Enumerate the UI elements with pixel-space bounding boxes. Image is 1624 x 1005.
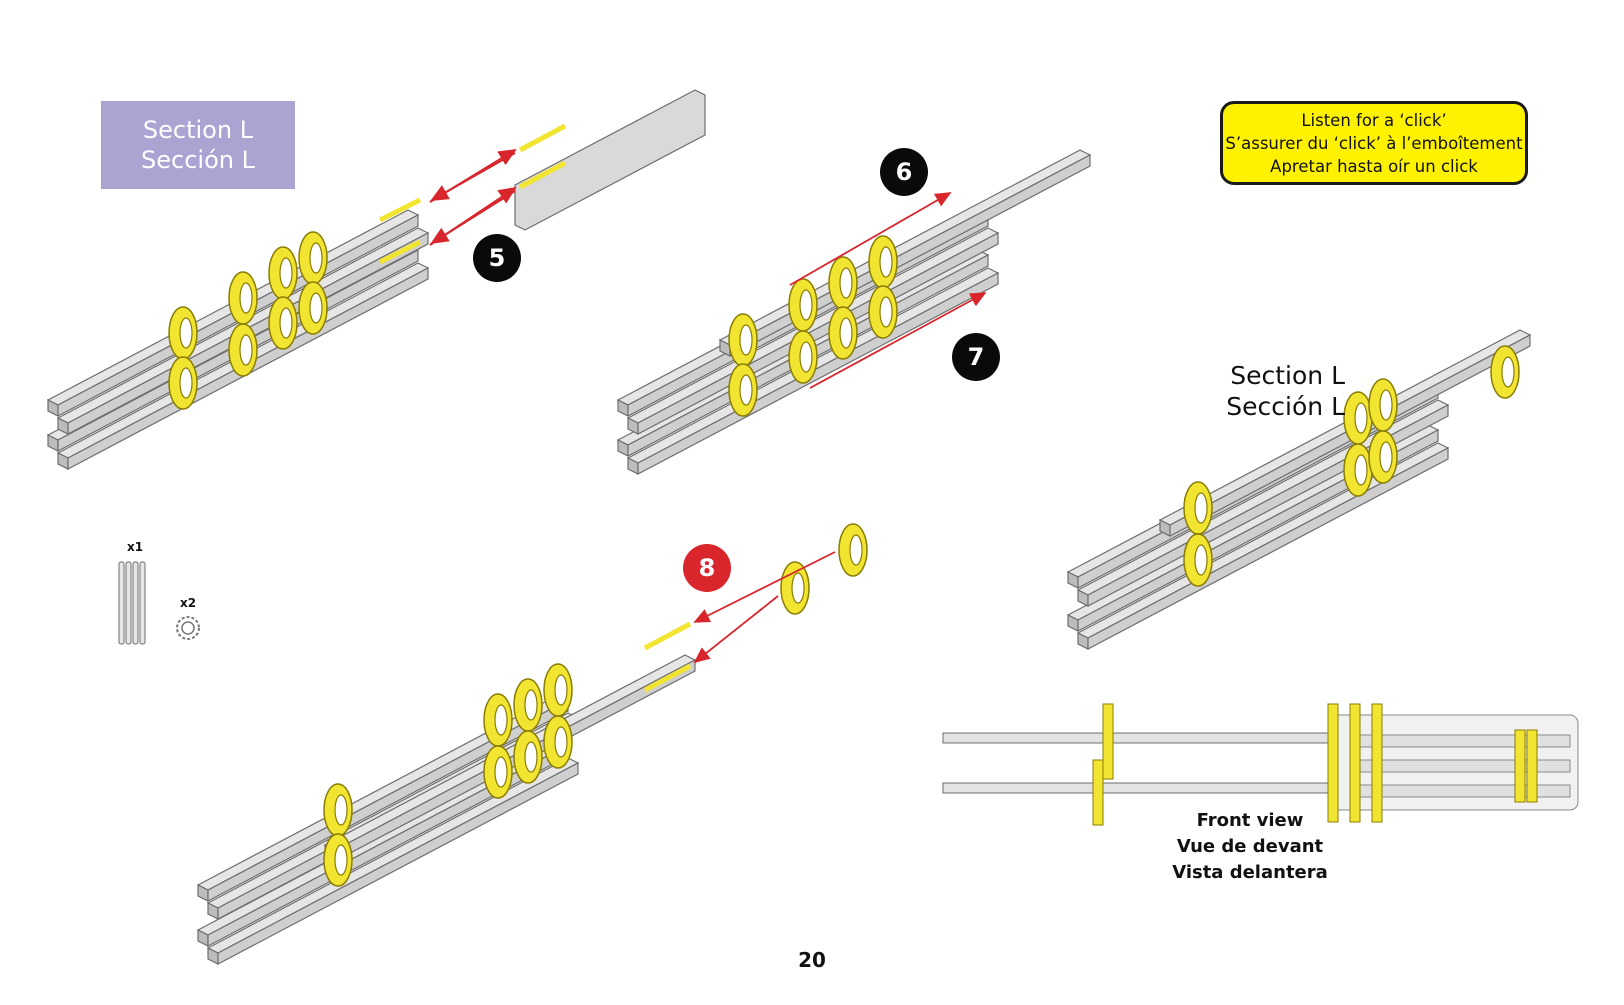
step-6-badge: 6 [880, 148, 928, 196]
rail-quantity: x1 [127, 540, 144, 554]
section-l-label: Section L Sección L [1190, 360, 1345, 422]
click-note-fr: S’assurer du ‘click’ à l’emboîtement [1225, 133, 1523, 153]
section-l-label-en: Section L [1230, 361, 1345, 390]
section-title-box: Section L Sección L [101, 101, 295, 189]
front-view-label: Front view Vue de devant Vista delantera [1160, 808, 1340, 886]
assembly-step6-7 [617, 149, 1091, 475]
assembly-step8 [197, 523, 868, 965]
parts-list [118, 561, 200, 645]
click-callout: Listen for a ‘click’ S’assurer du ‘click… [1220, 101, 1528, 185]
step-5-badge: 5 [473, 234, 521, 282]
section-l-label-es: Sección L [1226, 392, 1345, 421]
click-note-en: Listen for a ‘click’ [1301, 110, 1447, 130]
assembly-step5 [47, 89, 706, 470]
ring-quantity: x2 [180, 596, 197, 610]
front-view-es: Vista delantera [1172, 862, 1328, 883]
page-number: 20 [798, 948, 826, 972]
front-view-fr: Vue de devant [1176, 836, 1324, 857]
step-7-badge: 7 [952, 333, 1000, 381]
front-view-en: Front view [1196, 810, 1304, 831]
click-note-es: Apretar hasta oír un click [1270, 156, 1478, 176]
front-view-drawing [942, 703, 1579, 826]
step-8-badge: 8 [683, 544, 731, 592]
section-title-en: Section L [142, 116, 254, 144]
section-title-es: Sección L [141, 146, 255, 174]
